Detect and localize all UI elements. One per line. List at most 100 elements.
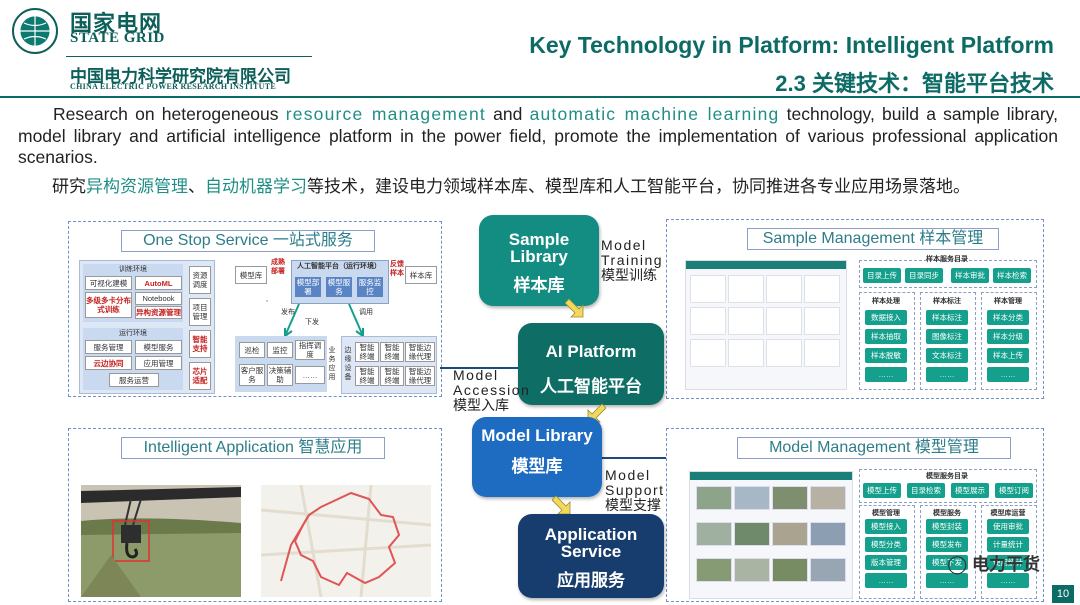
model-top-button[interactable]: 模型上传	[863, 483, 901, 498]
slide-title-en: Key Technology in Platform: Intelligent …	[529, 32, 1054, 58]
bottom-item-customer: 客户服务	[239, 364, 265, 386]
screenshot-card	[804, 307, 840, 335]
node-label-en: Model Library	[481, 426, 593, 445]
model-col2-btn[interactable]: 模型下发	[926, 555, 968, 570]
sample-col-head: 样本处理	[872, 298, 900, 305]
model-top-button[interactable]: 目录检索	[907, 483, 945, 498]
intro-text: 等技术，建设电力领域样本库、模型库和人工智能平台，协同推进各专业应用场景落地。	[307, 177, 970, 196]
intro-paragraph-en: Research on heterogeneous resource manag…	[18, 104, 1058, 169]
intro-text: 研究	[52, 177, 86, 196]
sample-col1-btn[interactable]: ……	[865, 367, 907, 382]
bottom-item-more: ……	[295, 366, 325, 384]
node-label-cn: 样本库	[513, 276, 565, 295]
application-service-node[interactable]: Application Service 应用服务	[518, 514, 664, 598]
business-app-label: 业务应用	[328, 347, 336, 381]
brand-name-en: STATE GRID	[70, 30, 165, 46]
sample-col-head: 样本标注	[933, 298, 961, 305]
sample-col3-btn[interactable]: 样本分级	[987, 329, 1029, 344]
device-terminal: 智能终端	[355, 342, 379, 362]
deploy-box: 模型部署	[295, 277, 321, 297]
model-thumb	[696, 558, 732, 582]
model-col2-btn[interactable]: 模型发布	[926, 537, 968, 552]
label-cn: 模型训练	[601, 267, 657, 283]
model-top-button[interactable]: 模型订阅	[995, 483, 1033, 498]
sample-col3-btn[interactable]: 样本分类	[987, 310, 1029, 325]
label-cn: 模型入库	[453, 397, 509, 413]
sample-col	[859, 292, 915, 390]
state-grid-logo-icon	[12, 8, 58, 54]
model-col2-btn[interactable]: ……	[926, 573, 968, 588]
model-col	[920, 505, 976, 599]
intro-text: and	[485, 104, 530, 124]
node-label-en: Sample Library	[508, 230, 570, 266]
sample-top-button[interactable]: 样本审批	[951, 268, 989, 283]
sample-col1-btn[interactable]: 样本脱敏	[865, 348, 907, 363]
sample-catalog-box	[859, 260, 1037, 288]
model-col3-btn[interactable]: ……	[987, 573, 1029, 588]
intro-text: technology, build a sample library, mode…	[18, 104, 1058, 167]
model-col-head: 模型管理	[872, 510, 900, 517]
model-top-button[interactable]: 模型展示	[951, 483, 989, 498]
model-col3-btn[interactable]: 使用统计	[987, 555, 1029, 570]
model-col2-btn[interactable]: 模型封装	[926, 519, 968, 534]
screenshot-card	[728, 307, 764, 335]
model-col3-btn[interactable]: 使用审批	[987, 519, 1029, 534]
model-col1-btn[interactable]: 版本管理	[865, 555, 907, 570]
node-label-cn: 模型库	[511, 457, 563, 476]
sample-col2-btn[interactable]: 样本标注	[926, 310, 968, 325]
sample-col	[920, 292, 976, 390]
model-col-head: 模型库运营	[990, 510, 1026, 517]
model-col3-btn[interactable]: 计量统计	[987, 537, 1029, 552]
service-mgmt-box: 服务管理	[85, 340, 132, 354]
model-col1-btn[interactable]: 模型接入	[865, 519, 907, 534]
screenshot-card	[728, 339, 764, 367]
sample-col2-btn[interactable]: 文本标注	[926, 348, 968, 363]
intro-text: Research on heterogeneous	[53, 104, 286, 124]
sample-col1-btn[interactable]: 数据接入	[865, 310, 907, 325]
bottom-item-monitor: 监控	[267, 342, 293, 358]
sample-col1-btn[interactable]: 样本抽取	[865, 329, 907, 344]
institute-name-cn: 中国电力科学研究院有限公司	[70, 67, 291, 86]
sample-top-button[interactable]: 目录上传	[863, 268, 901, 283]
ai-platform-node[interactable]: AI Platform 人工智能平台	[518, 323, 664, 405]
run-env-label: 运行环境	[119, 330, 147, 337]
screenshot-card	[728, 275, 764, 303]
bottom-item-inspect: 巡检	[239, 342, 265, 358]
slide-title-cn: 2.3 关键技术：智能平台技术	[775, 71, 1054, 96]
device-terminal: 智能终端	[380, 366, 404, 386]
sample-col2-btn[interactable]: ……	[926, 367, 968, 382]
visual-model-box: 可视化建模	[85, 276, 132, 290]
issue-label: 下发	[305, 319, 319, 326]
model-library-node[interactable]: Model Library 模型库	[472, 417, 602, 497]
highlight-hetero-cn: 异构资源管理	[86, 177, 188, 196]
sample-col3-btn[interactable]: ……	[987, 367, 1029, 382]
screenshot-card	[766, 275, 802, 303]
model-screenshot	[689, 471, 853, 599]
screenshot-card	[690, 339, 726, 367]
model-thumb	[810, 522, 846, 546]
down-arrow-icon	[565, 298, 584, 318]
highlight-automl: automatic machine learning	[529, 104, 780, 124]
model-thumb	[772, 486, 808, 510]
bottom-item-dispatch: 指挥调度	[295, 340, 325, 360]
sample-library-node[interactable]: Sample Library 样本库	[479, 215, 599, 306]
model-col1-btn[interactable]: ……	[865, 573, 907, 588]
panel-title: Sample Management 样本管理	[747, 228, 999, 250]
screenshot-card	[804, 339, 840, 367]
node-label-cn: 应用服务	[557, 571, 625, 590]
brand-name-cn: 国家电网	[70, 11, 163, 36]
sample-col3-btn[interactable]: 样本上传	[987, 348, 1029, 363]
sample-top-button[interactable]: 样本检索	[993, 268, 1031, 283]
model-col	[859, 505, 915, 599]
screenshot-card	[766, 339, 802, 367]
sample-top-button[interactable]: 目录同步	[905, 268, 943, 283]
connector-line	[600, 457, 666, 459]
feedback-label: 反馈样本	[390, 261, 404, 277]
watermark: ◯ 电力干货	[947, 550, 1040, 575]
distributed-box: 多级多卡分布式训练	[85, 292, 132, 318]
service-ops-box: 服务运营	[109, 373, 159, 387]
sample-col2-btn[interactable]: 图像标注	[926, 329, 968, 344]
institute-name-en: CHINA ELECTRIC POWER RESEARCH INSTITUTE	[70, 82, 276, 91]
model-col1-btn[interactable]: 模型分类	[865, 537, 907, 552]
